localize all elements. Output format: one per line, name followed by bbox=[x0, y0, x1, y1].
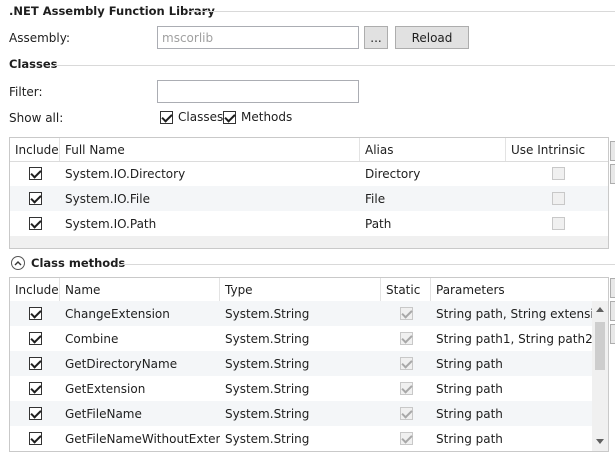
method-type-cell: System.String bbox=[225, 431, 310, 446]
method-name-cell: ChangeExtension bbox=[65, 306, 170, 321]
methods-grid: Include Name Type Static Parameters Chan… bbox=[9, 277, 609, 452]
class-methods-expander[interactable]: Class methods bbox=[11, 256, 125, 270]
method-parameters-cell: String path bbox=[436, 356, 503, 371]
grid-empty-area bbox=[10, 236, 608, 248]
side-action-button[interactable] bbox=[610, 164, 615, 184]
section-divider bbox=[188, 11, 615, 12]
method-parameters-cell: String path1, String path2 bbox=[436, 331, 593, 346]
method-parameters-cell: String path bbox=[436, 431, 503, 446]
table-row[interactable]: ChangeExtension System.String String pat… bbox=[10, 301, 593, 326]
show-methods-checkbox[interactable] bbox=[223, 110, 236, 124]
method-name-cell: Combine bbox=[65, 331, 119, 346]
include-checkbox[interactable] bbox=[28, 307, 42, 320]
show-classes-option[interactable]: Classes bbox=[160, 110, 223, 124]
include-checkbox[interactable] bbox=[28, 217, 42, 230]
column-header-type[interactable]: Type bbox=[220, 278, 381, 301]
method-parameters-cell: String path, String extension bbox=[436, 306, 593, 321]
table-row[interactable]: Combine System.String String path1, Stri… bbox=[10, 326, 593, 351]
method-name-cell: GetDirectoryName bbox=[65, 356, 178, 371]
alias-cell: Path bbox=[365, 216, 392, 231]
side-action-button[interactable] bbox=[610, 141, 615, 161]
method-type-cell: System.String bbox=[225, 356, 310, 371]
static-checkbox bbox=[399, 407, 413, 420]
scroll-up-arrow-icon[interactable] bbox=[596, 307, 604, 312]
library-title: .NET Assembly Function Library bbox=[9, 4, 215, 18]
include-checkbox[interactable] bbox=[28, 407, 42, 420]
side-action-button[interactable] bbox=[610, 278, 615, 298]
include-checkbox[interactable] bbox=[28, 382, 42, 395]
show-methods-label: Methods bbox=[241, 110, 293, 124]
reload-button[interactable]: Reload bbox=[395, 26, 469, 49]
method-type-cell: System.String bbox=[225, 331, 310, 346]
column-header-full-name[interactable]: Full Name bbox=[60, 138, 360, 161]
static-checkbox bbox=[399, 332, 413, 345]
show-classes-checkbox[interactable] bbox=[160, 110, 173, 124]
scroll-down-arrow-icon[interactable] bbox=[596, 439, 604, 444]
assembly-label: Assembly: bbox=[9, 31, 71, 45]
methods-grid-header: Include Name Type Static Parameters bbox=[10, 278, 593, 302]
full-name-cell: System.IO.Directory bbox=[65, 166, 186, 181]
table-row[interactable]: System.IO.File File bbox=[10, 186, 608, 211]
filter-input[interactable] bbox=[157, 80, 359, 103]
static-checkbox bbox=[399, 357, 413, 370]
column-header-name[interactable]: Name bbox=[60, 278, 220, 301]
scroll-thumb[interactable] bbox=[595, 322, 605, 370]
column-header-alias[interactable]: Alias bbox=[360, 138, 506, 161]
column-header-parameters[interactable]: Parameters bbox=[436, 282, 505, 297]
table-row[interactable]: GetFileName System.String String path bbox=[10, 401, 593, 426]
collapse-chevron-up-icon[interactable] bbox=[11, 256, 25, 270]
column-header-use-intrinsic[interactable]: Use Intrinsic bbox=[511, 142, 586, 157]
include-checkbox[interactable] bbox=[28, 167, 42, 180]
section-divider bbox=[118, 264, 615, 265]
filter-label: Filter: bbox=[9, 85, 43, 99]
method-parameters-cell: String path bbox=[436, 381, 503, 396]
static-checkbox bbox=[399, 382, 413, 395]
full-name-cell: System.IO.Path bbox=[65, 216, 157, 231]
method-type-cell: System.String bbox=[225, 381, 310, 396]
use-intrinsic-checkbox bbox=[551, 167, 565, 180]
side-action-button[interactable] bbox=[610, 301, 615, 321]
column-header-include[interactable]: Include bbox=[10, 138, 60, 161]
column-header-static[interactable]: Static bbox=[381, 278, 431, 301]
assembly-input[interactable] bbox=[157, 26, 359, 49]
method-parameters-cell: String path bbox=[436, 406, 503, 421]
table-row[interactable]: GetDirectoryName System.String String pa… bbox=[10, 351, 593, 376]
use-intrinsic-checkbox bbox=[551, 192, 565, 205]
table-row[interactable]: GetFileNameWithoutExtension System.Strin… bbox=[10, 426, 593, 451]
methods-vertical-scrollbar[interactable] bbox=[592, 301, 608, 451]
method-type-cell: System.String bbox=[225, 306, 310, 321]
table-row[interactable]: System.IO.Path Path bbox=[10, 211, 608, 236]
use-intrinsic-checkbox bbox=[551, 217, 565, 230]
show-classes-label: Classes bbox=[178, 110, 224, 124]
include-checkbox[interactable] bbox=[28, 432, 42, 445]
method-name-cell: GetFileName bbox=[65, 406, 142, 421]
show-all-label: Show all: bbox=[9, 111, 64, 125]
classes-section-title: Classes bbox=[9, 57, 58, 71]
static-checkbox bbox=[399, 432, 413, 445]
side-action-button[interactable] bbox=[610, 324, 615, 344]
include-checkbox[interactable] bbox=[28, 192, 42, 205]
column-header-include[interactable]: Include bbox=[10, 278, 60, 301]
classes-grid-header: Include Full Name Alias Use Intrinsic bbox=[10, 138, 608, 162]
method-type-cell: System.String bbox=[225, 406, 310, 421]
static-checkbox bbox=[399, 307, 413, 320]
alias-cell: Directory bbox=[365, 166, 421, 181]
full-name-cell: System.IO.File bbox=[65, 191, 150, 206]
include-checkbox[interactable] bbox=[28, 332, 42, 345]
method-name-cell: GetFileNameWithoutExtension bbox=[65, 431, 220, 446]
browse-button[interactable]: ... bbox=[364, 26, 388, 49]
class-methods-title: Class methods bbox=[31, 256, 126, 270]
table-row[interactable]: GetExtension System.String String path bbox=[10, 376, 593, 401]
section-divider bbox=[55, 65, 615, 66]
method-name-cell: GetExtension bbox=[65, 381, 146, 396]
include-checkbox[interactable] bbox=[28, 357, 42, 370]
classes-grid: Include Full Name Alias Use Intrinsic Sy… bbox=[9, 137, 609, 249]
table-row[interactable]: System.IO.Directory Directory bbox=[10, 161, 608, 186]
alias-cell: File bbox=[365, 191, 386, 206]
show-methods-option[interactable]: Methods bbox=[223, 110, 292, 124]
